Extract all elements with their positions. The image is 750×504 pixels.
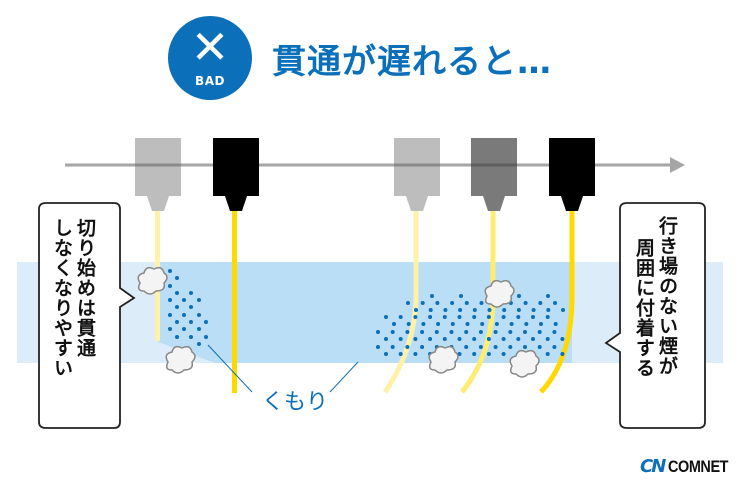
nozzle-mid xyxy=(471,138,517,211)
comnet-logo-mark-icon: CN xyxy=(640,456,666,477)
laser-beam-bright xyxy=(232,211,237,393)
laser-beam-pale-curved xyxy=(382,211,419,394)
cloudiness-dots-left xyxy=(168,269,208,346)
leader-line xyxy=(207,344,253,393)
cloudiness-dots-right xyxy=(376,294,565,356)
callout-right-line-1: 行き場のない煙が xyxy=(656,216,678,376)
laser-beam-bright-curved xyxy=(539,211,575,394)
callout-right-bubble xyxy=(604,202,706,429)
nozzle-black-2 xyxy=(549,138,595,211)
leader-line xyxy=(329,361,359,393)
callout-left-bubble xyxy=(38,202,136,429)
x-mark-icon: ✕ xyxy=(190,20,230,74)
nozzle-black-1 xyxy=(213,138,259,211)
callout-right-text: 行き場のない煙が 周囲に付着する xyxy=(633,216,678,421)
nozzle-light-2 xyxy=(394,138,440,211)
cloudiness-label: くもり xyxy=(262,390,329,415)
smoke-puff-icon xyxy=(137,266,540,378)
callout-left-line-2: しなくなりやすい xyxy=(51,218,73,378)
bad-badge: ✕ BAD xyxy=(168,16,252,100)
callout-left-line-1: 切り始めは貫通 xyxy=(74,218,96,358)
header: ✕ BAD 貫通が遅れると… xyxy=(168,15,552,101)
callout-left-text: 切り始めは貫通 しなくなりやすい xyxy=(51,218,96,418)
badge-label: BAD xyxy=(195,74,225,88)
comnet-logo: CN COMNET xyxy=(640,456,739,477)
page-title: 貫通が遅れると… xyxy=(272,41,552,82)
callout-right-line-2: 周囲に付着する xyxy=(633,238,655,378)
comnet-logo-name: COMNET xyxy=(668,456,729,476)
material-band-dark xyxy=(158,262,572,363)
nozzle-light-1 xyxy=(135,138,181,211)
